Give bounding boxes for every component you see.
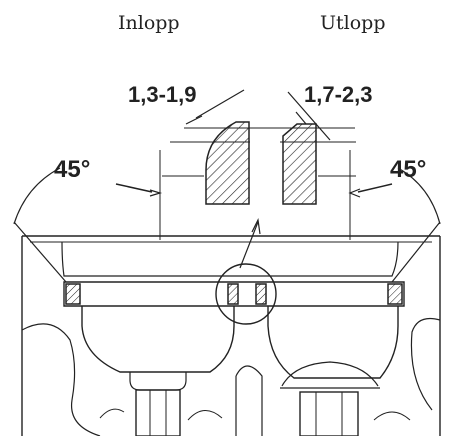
inlet-width-label: 1,3-1,9: [128, 82, 197, 107]
inlet-label: Inlopp: [118, 12, 180, 34]
detail-circle: [215, 263, 277, 325]
inlet-width-dim-line: [195, 89, 245, 119]
angle-right-label: 45°: [390, 156, 427, 183]
inlet-port: [81, 306, 235, 373]
angle-left-leader: [115, 183, 153, 193]
detail-pointer: [239, 221, 259, 269]
angle-left-label: 45°: [54, 156, 91, 183]
outlet-width-dim-line: [287, 91, 331, 141]
outlet-width-label: 1,7-2,3: [304, 82, 373, 107]
inlet-seat-insert: [205, 121, 250, 205]
angle-right-arc: [397, 167, 441, 225]
outlet-seat-insert: [282, 123, 317, 205]
angle-right-leader: [357, 183, 393, 193]
angle-left-arc: [13, 167, 61, 225]
outlet-label: Utlopp: [320, 12, 386, 34]
outlet-port: [267, 306, 399, 379]
valve-seat-ring: [63, 281, 405, 307]
